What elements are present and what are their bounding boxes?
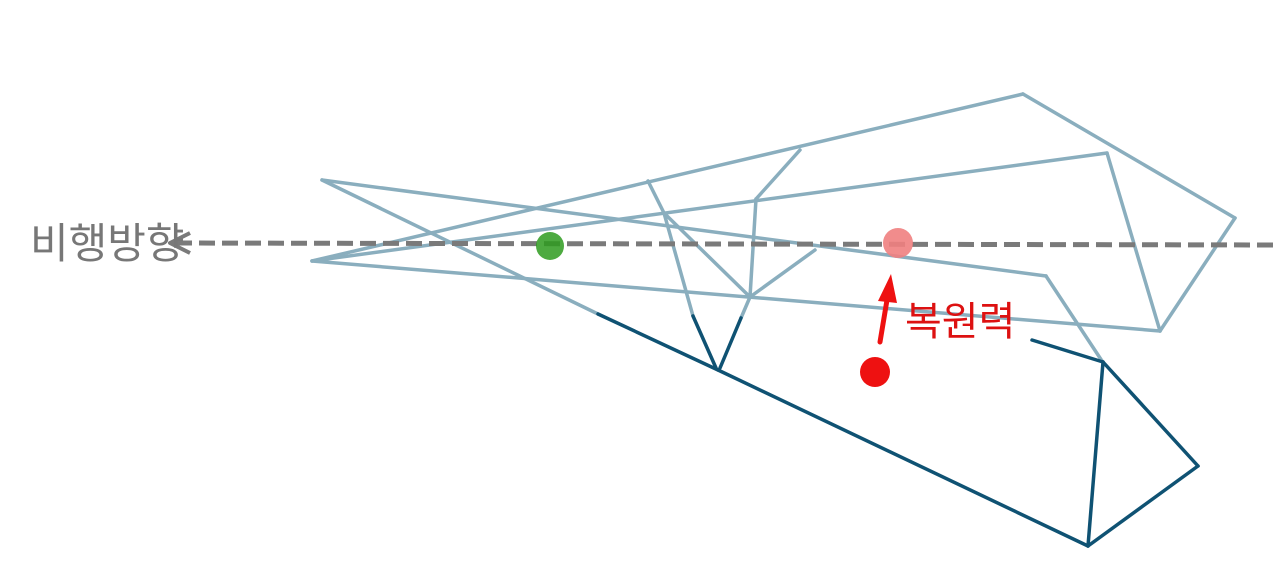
flight-direction-dashed-line — [175, 240, 1279, 248]
plane-faded-edge — [1105, 151, 1162, 333]
plane-dark-edge — [1086, 360, 1105, 548]
plane-outline-current — [596, 312, 1200, 548]
restoring-arrow-head — [878, 274, 897, 303]
plane-dark-edge — [716, 368, 1090, 548]
plane-faded-edge — [748, 197, 758, 299]
plane-faded-edge — [739, 295, 752, 320]
flight-direction-label: 비행방향 — [30, 219, 185, 268]
plane-faded-edge — [320, 178, 1048, 278]
restoring-force-label: 복원력 — [905, 299, 1015, 345]
flight-direction-line — [168, 231, 1279, 255]
plane-dark-edge — [1086, 464, 1200, 548]
plane-outline-faded — [310, 92, 1237, 363]
plane-faded-edge — [754, 148, 802, 201]
plane-dark-edge — [596, 312, 720, 372]
green-dot-icon — [536, 232, 564, 260]
plane-faded-edge — [662, 211, 752, 299]
plane-faded-edge — [646, 179, 666, 215]
plane-faded-edge — [1044, 274, 1104, 363]
red-dot-icon — [860, 357, 890, 387]
arrowhead-left-icon — [168, 231, 191, 255]
plane-faded-edge — [748, 248, 817, 299]
plane-faded-edge — [310, 259, 1162, 333]
plane-faded-edge — [1158, 216, 1237, 333]
plane-dark-edge — [718, 316, 743, 370]
faded-red-dot-icon — [883, 228, 913, 258]
plane-faded-edge — [320, 178, 600, 316]
plane-faded-edge — [1021, 92, 1237, 220]
plane-dark-edge — [691, 314, 718, 370]
arrow-up-icon — [877, 274, 897, 345]
plane-dark-edge — [1030, 338, 1105, 364]
plane-dark-edge — [1101, 360, 1200, 468]
plane-faded-edge — [662, 211, 695, 318]
restoring-arrow-shaft — [877, 297, 890, 345]
